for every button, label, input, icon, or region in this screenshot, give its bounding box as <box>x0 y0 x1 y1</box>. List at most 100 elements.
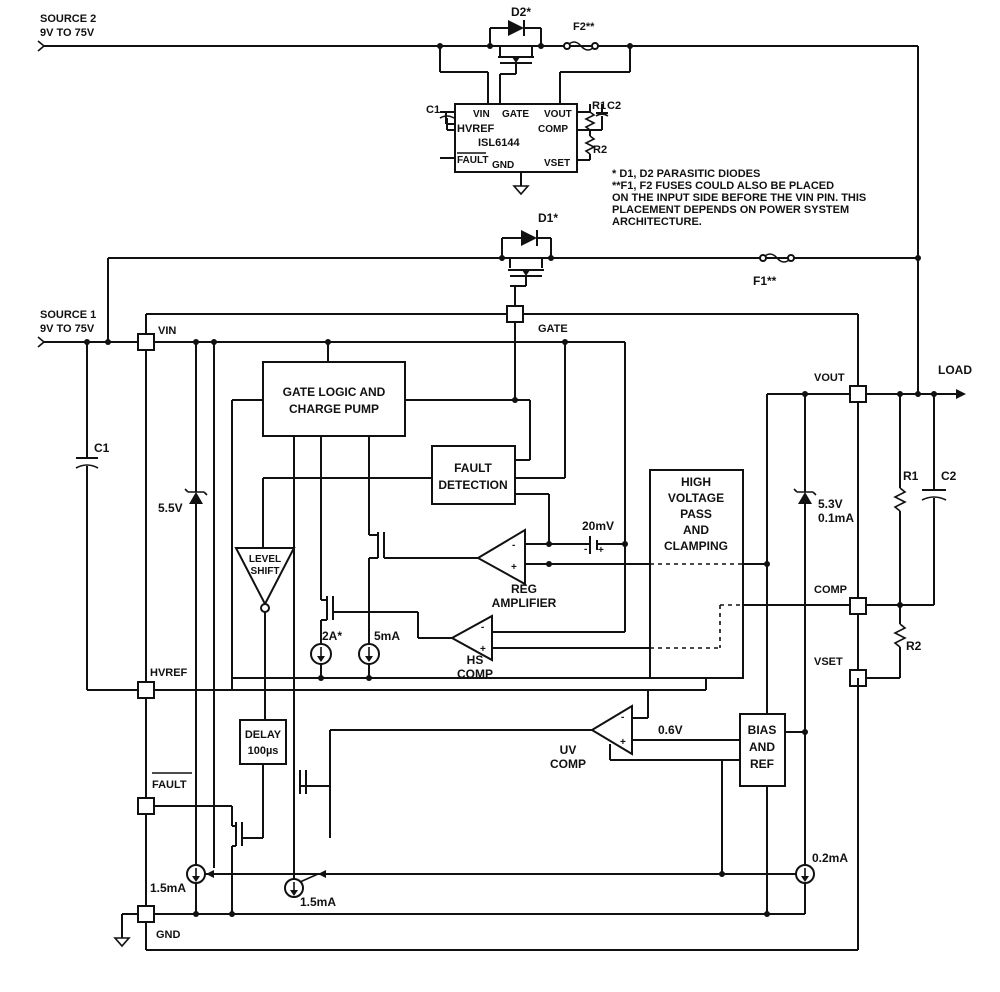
top-c1-label: C1 <box>426 104 440 116</box>
hv-title-1: HIGH <box>681 475 711 489</box>
fault-pin <box>137 797 155 815</box>
main-r2-icon <box>893 623 907 648</box>
top-c2-icon <box>595 113 609 117</box>
vin-pin-label: VIN <box>158 325 176 337</box>
reg-amplifier-triangle <box>475 528 526 586</box>
reg-minus: - <box>512 540 515 551</box>
uv-comp-label-2: COMP <box>550 757 586 771</box>
source2-section: SOURCE 2 9V TO 75V D2* F2** <box>37 5 919 394</box>
fault-driver: 1.5mA 1.5mA 0.2mA <box>150 770 848 917</box>
batt-minus: - <box>584 544 587 555</box>
i-5ma-label: 5mA <box>374 629 400 643</box>
gate-logic-title-1: GATE LOGIC AND <box>283 385 386 399</box>
hs-comp-label-1: HS <box>467 653 484 667</box>
hv-title-2: VOLTAGE <box>668 491 724 505</box>
uv-comp-triangle <box>590 704 633 756</box>
fault-pin-label: FAULT <box>152 779 187 791</box>
d1-diode-icon <box>521 230 537 246</box>
source2-label: SOURCE 2 <box>40 13 96 25</box>
bias-ref-box <box>739 713 786 787</box>
notes: * D1, D2 PARASITIC DIODES **F1, F2 FUSES… <box>612 168 866 228</box>
load-label: LOAD <box>938 363 972 377</box>
f2-fuse-icon <box>566 41 596 51</box>
ic-vin-pin: VIN <box>473 109 490 120</box>
gnd-pin <box>137 905 155 923</box>
f2-label: F2** <box>573 21 595 33</box>
reg-amp-label-2: AMPLIFIER <box>492 596 557 610</box>
source1-range: 9V TO 75V <box>40 323 95 335</box>
main-r1-icon <box>893 487 907 512</box>
ic-fault-pin: FAULT <box>457 155 488 166</box>
level-shift-block: LEVEL SHIFT <box>234 547 296 720</box>
ic-vout-pin: VOUT <box>544 109 572 120</box>
zener-5v3-icon <box>798 492 812 504</box>
driver-fets: 2A* 5mA <box>154 532 707 691</box>
ic-gate-pin: GATE <box>502 109 529 120</box>
uv-bias-section: - + 0.6V UV COMP BIAS AND REF <box>329 678 859 914</box>
source1-label: SOURCE 1 <box>40 309 96 321</box>
source2-range: 9V TO 75V <box>40 27 95 39</box>
reg-amplifier: - + 20mV - + REG AMPLIFIER <box>475 519 770 610</box>
comp-pin <box>849 597 867 615</box>
gnd-pin-label: GND <box>156 929 181 941</box>
hv-title-4: AND <box>683 523 709 537</box>
hvref-pin <box>137 681 155 699</box>
vin-pin <box>137 333 155 351</box>
hs-minus: - <box>481 622 484 633</box>
top-r2-icon <box>584 135 596 155</box>
source2-arrow <box>37 40 46 52</box>
main-input-rail: D1* F1** <box>107 211 921 344</box>
top-c2-label: C2 <box>607 100 621 112</box>
bias-title-2: AND <box>749 740 775 754</box>
uv-plus: + <box>620 737 626 748</box>
i-2a-label: 2A* <box>322 629 342 643</box>
f1-label: F1** <box>753 274 777 288</box>
zener-left-label: 5.5V <box>158 501 183 515</box>
note-line-3: ON THE INPUT SIDE BEFORE THE VIN PIN. TH… <box>612 192 866 204</box>
ic-part-number: ISL6144 <box>478 137 520 149</box>
reg-plus: + <box>511 562 517 573</box>
delay-title-1: DELAY <box>245 729 282 741</box>
level-shift-title-1: LEVEL <box>249 554 281 565</box>
v-06-label: 0.6V <box>658 723 683 737</box>
batt-plus: + <box>598 545 604 556</box>
main-ic-outline: VIN GATE VOUT COMP VSET HVREF FAULT GND <box>113 305 867 951</box>
note-line-2: **F1, F2 FUSES COULD ALSO BE PLACED <box>612 180 834 192</box>
i-15ma-b-label: 1.5mA <box>300 895 336 909</box>
gate-logic-box <box>262 361 406 437</box>
gate-pin-label: GATE <box>538 323 568 335</box>
v-20mv-label: 20mV <box>582 519 614 533</box>
hs-comp-label-2: COMP <box>457 667 493 681</box>
note-line-4: PLACEMENT DEPENDS ON POWER SYSTEM <box>612 204 849 216</box>
main-ground-icon <box>113 937 131 948</box>
vset-pin-label: VSET <box>814 656 843 668</box>
hv-title-3: PASS <box>680 507 712 521</box>
main-c1-label: C1 <box>94 441 110 455</box>
fault-detection-box <box>431 445 516 505</box>
isl6144-box <box>454 103 578 173</box>
main-r1-label: R1 <box>903 469 919 483</box>
ic-hvref-pin: HVREF <box>457 123 495 135</box>
hvref-pin-label: HVREF <box>150 667 188 679</box>
hv-pass-block: HIGH VOLTAGE PASS AND CLAMPING <box>649 469 850 679</box>
delay-title-2: 100µs <box>248 745 279 757</box>
gate-pin <box>506 305 524 323</box>
bias-title-3: REF <box>750 757 774 771</box>
source1-section: SOURCE 1 9V TO 75V C1 <box>37 309 146 691</box>
top-r2-label: R2 <box>593 144 607 156</box>
delay-box <box>239 719 287 765</box>
gate-logic-title-2: CHARGE PUMP <box>289 402 379 416</box>
load-arrow-icon <box>956 389 966 399</box>
fault-det-title-2: DETECTION <box>438 478 507 492</box>
f1-fuse-icon <box>762 253 792 263</box>
fault-detection-block: FAULT DETECTION <box>262 445 550 548</box>
vin-bus: 5.5V <box>154 322 626 914</box>
ic-vset-pin: VSET <box>544 158 570 169</box>
reg-amp-label-1: REG <box>511 582 537 596</box>
ic-ground-icon <box>512 185 530 196</box>
source1-arrow <box>37 336 46 348</box>
hv-pass-box <box>649 469 744 679</box>
uv-comp-label-1: UV <box>560 743 577 757</box>
hs-comparator: - + HS COMP <box>449 614 650 681</box>
main-r2-label: R2 <box>906 639 922 653</box>
